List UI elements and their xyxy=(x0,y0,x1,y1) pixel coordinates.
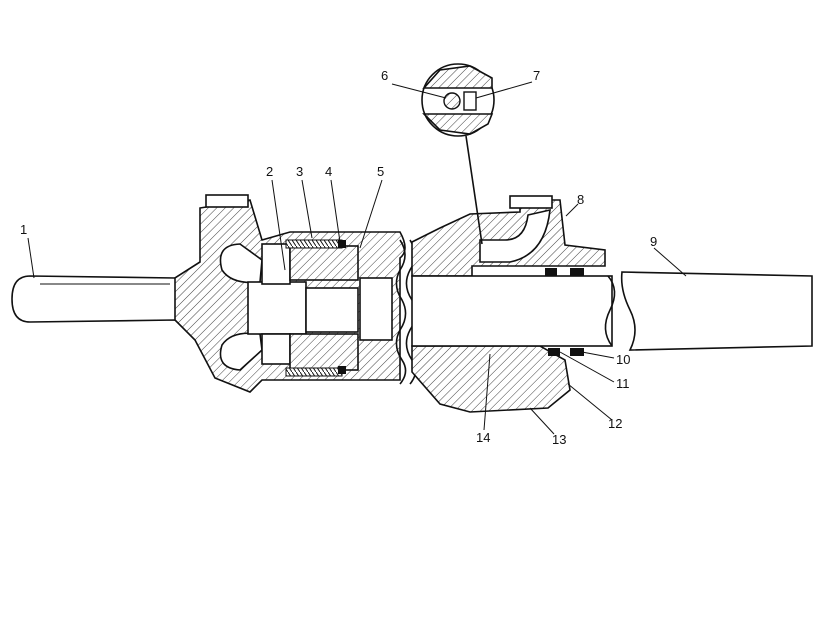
bolt-right xyxy=(509,195,553,209)
callout-14: 14 xyxy=(476,430,490,445)
detail-inset xyxy=(421,63,495,245)
seal-4 xyxy=(338,240,346,248)
callout-1: 1 xyxy=(20,222,27,237)
callout-5: 5 xyxy=(377,164,384,179)
seal-upper xyxy=(545,268,557,276)
seal-11 xyxy=(548,348,560,356)
o-ring xyxy=(443,92,461,110)
callout-2: 2 xyxy=(266,164,273,179)
seal-10 xyxy=(570,268,584,276)
callout-7: 7 xyxy=(533,68,540,83)
wiper-10 xyxy=(570,348,584,356)
spring-upper xyxy=(285,239,343,249)
callout-11: 11 xyxy=(616,376,630,391)
hydraulic-port-tube xyxy=(479,208,551,263)
rod-end-eye xyxy=(11,260,201,336)
callout-4: 4 xyxy=(325,164,332,179)
spring-lower xyxy=(285,367,343,377)
callout-labels: 1 2 3 4 5 6 7 8 9 10 11 12 13 14 xyxy=(20,68,657,447)
callout-6: 6 xyxy=(381,68,388,83)
callout-3: 3 xyxy=(296,164,303,179)
callout-8: 8 xyxy=(577,192,584,207)
callout-9: 9 xyxy=(650,234,657,249)
leader-lines xyxy=(27,81,687,435)
backup-ring xyxy=(463,91,477,111)
piston-rod xyxy=(411,271,813,351)
seal-4-lower xyxy=(338,366,346,374)
callout-13: 13 xyxy=(552,432,566,447)
callout-10: 10 xyxy=(616,352,630,367)
bolt-left xyxy=(205,194,249,208)
piston-assembly xyxy=(247,239,393,377)
callout-12: 12 xyxy=(608,416,622,431)
